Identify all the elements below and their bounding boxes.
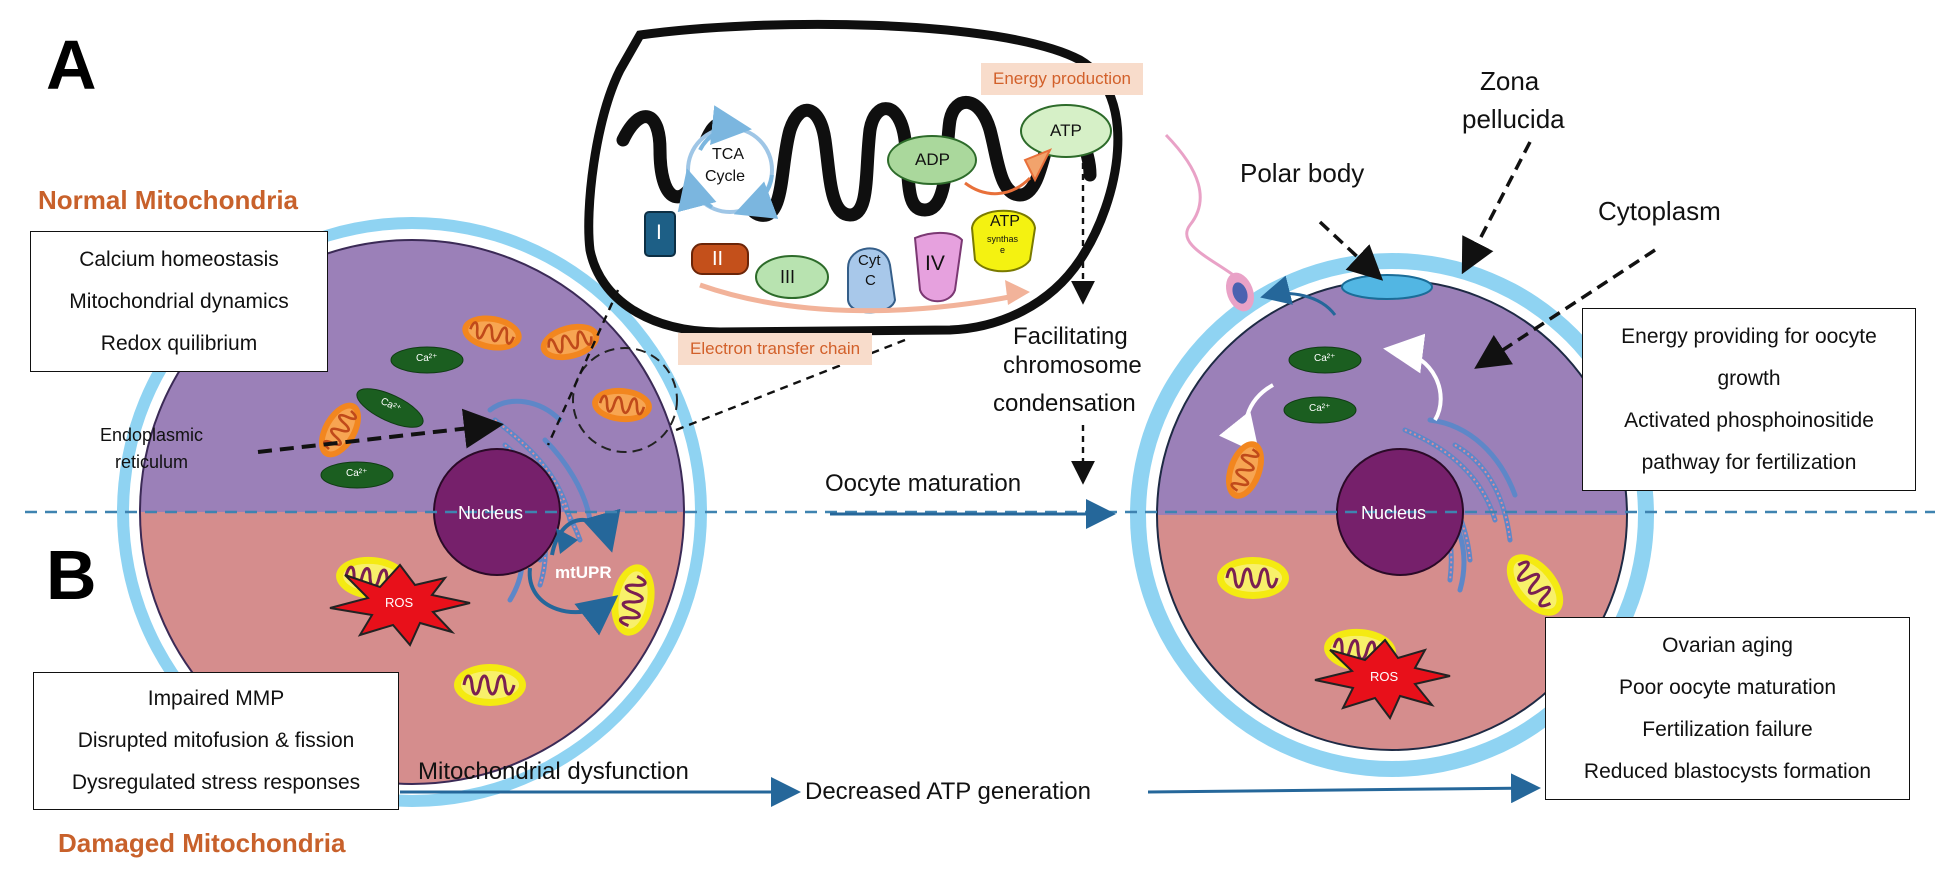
atp-synthase-label-2: synthas xyxy=(987,234,1019,244)
nucleus-label-left: Nucleus xyxy=(458,503,524,523)
adp-label: ADP xyxy=(915,150,950,169)
calcium-label: Ca²⁺ xyxy=(1314,353,1336,364)
atp-synthase-label-1: ATP xyxy=(990,213,1020,230)
polar-body-label: Polar body xyxy=(1240,158,1365,188)
damaged-mitochondria-title: Damaged Mitochondria xyxy=(58,828,346,858)
zona-pellucida-label-2: pellucida xyxy=(1462,104,1565,134)
decreased-atp-label: Decreased ATP generation xyxy=(805,778,1091,805)
box-line: pathway for fertilization xyxy=(1641,450,1857,474)
damaged-mitochondrion xyxy=(1215,555,1291,601)
box-line: Disrupted mitofusion & fission xyxy=(77,729,355,752)
box-line: Mitochondrial dynamics xyxy=(69,289,289,313)
facilitating-line1: Facilitating xyxy=(1013,323,1128,350)
facilitating-line2: chromosome xyxy=(1003,352,1142,379)
box-line: growth xyxy=(1717,366,1781,390)
normal-mitochondria-title: Normal Mitochondria xyxy=(38,185,299,215)
box-line: Calcium homeostasis xyxy=(79,247,279,271)
zona-pellucida-label-1: Zona xyxy=(1480,66,1540,96)
box-line: Activated phosphoinositide xyxy=(1624,408,1874,432)
sperm-tail xyxy=(1164,133,1241,282)
damaged-mitochondrion xyxy=(452,662,528,708)
outcomes-box: Ovarian aging Poor oocyte maturation Fer… xyxy=(1545,617,1910,800)
mature-functions-box: Energy providing for oocyte growth Activ… xyxy=(1582,308,1916,491)
mtupr-label: mtUPR xyxy=(555,563,612,582)
box-line: Energy providing for oocyte xyxy=(1621,324,1877,348)
box-line: Fertilization failure xyxy=(1642,717,1813,741)
cytoplasm-label: Cytoplasm xyxy=(1598,196,1721,226)
complex-ii-label: II xyxy=(712,248,724,270)
box-line: Poor oocyte maturation xyxy=(1618,675,1837,699)
atp-arrow xyxy=(1147,773,1541,804)
mitochondrial-dysfunction-label: Mitochondrial dysfunction xyxy=(418,758,689,785)
box-line: Ovarian aging xyxy=(1662,633,1793,657)
er-label-line2: reticulum xyxy=(115,452,189,472)
box-line: Dysregulated stress responses xyxy=(71,771,361,794)
box-line: Reduced blastocysts formation xyxy=(1583,759,1872,783)
atp-synthase-label-3: e xyxy=(1000,245,1006,255)
calcium-label: Ca²⁺ xyxy=(416,353,438,364)
ros-burst-left xyxy=(329,563,471,647)
tca-label-2: Cycle xyxy=(705,168,746,185)
damaged-effects-box: Impaired MMP Disrupted mitofusion & fiss… xyxy=(33,672,399,810)
complex-iii-label: III xyxy=(780,267,796,287)
complex-iv-label: IV xyxy=(925,252,945,275)
panel-label-b: B xyxy=(46,536,97,614)
cytc-label-2: C xyxy=(865,272,876,289)
er-label-line1: Endoplasmic xyxy=(100,425,204,445)
calcium-label: Ca²⁺ xyxy=(346,468,368,479)
ros-label-right: ROS xyxy=(1370,669,1399,684)
facilitating-line3: condensation xyxy=(993,390,1136,417)
atp-label: ATP xyxy=(1050,121,1082,140)
cytc-label-1: Cyt xyxy=(858,252,881,269)
mitochondrion-zoom xyxy=(584,19,1123,337)
ros-burst-right xyxy=(1314,638,1451,720)
box-line: Redox quilibrium xyxy=(100,331,258,355)
polar-body xyxy=(1341,274,1433,300)
energy-production-tag: Energy production xyxy=(981,63,1143,95)
ros-label-left: ROS xyxy=(385,595,414,610)
normal-functions-box: Calcium homeostasis Mitochondrial dynami… xyxy=(30,231,328,372)
box-line: Impaired MMP xyxy=(147,687,285,710)
panel-label-a: A xyxy=(46,26,97,104)
complex-i-label: I xyxy=(656,221,662,244)
oocyte-maturation-label: Oocyte maturation xyxy=(825,470,1022,497)
zoom-circle xyxy=(572,347,678,453)
tca-label-1: TCA xyxy=(712,146,744,163)
calcium-label: Ca²⁺ xyxy=(1309,403,1331,414)
electron-transfer-chain-tag: Electron transfer chain xyxy=(678,333,873,365)
nucleus-label-right: Nucleus xyxy=(1361,503,1427,523)
